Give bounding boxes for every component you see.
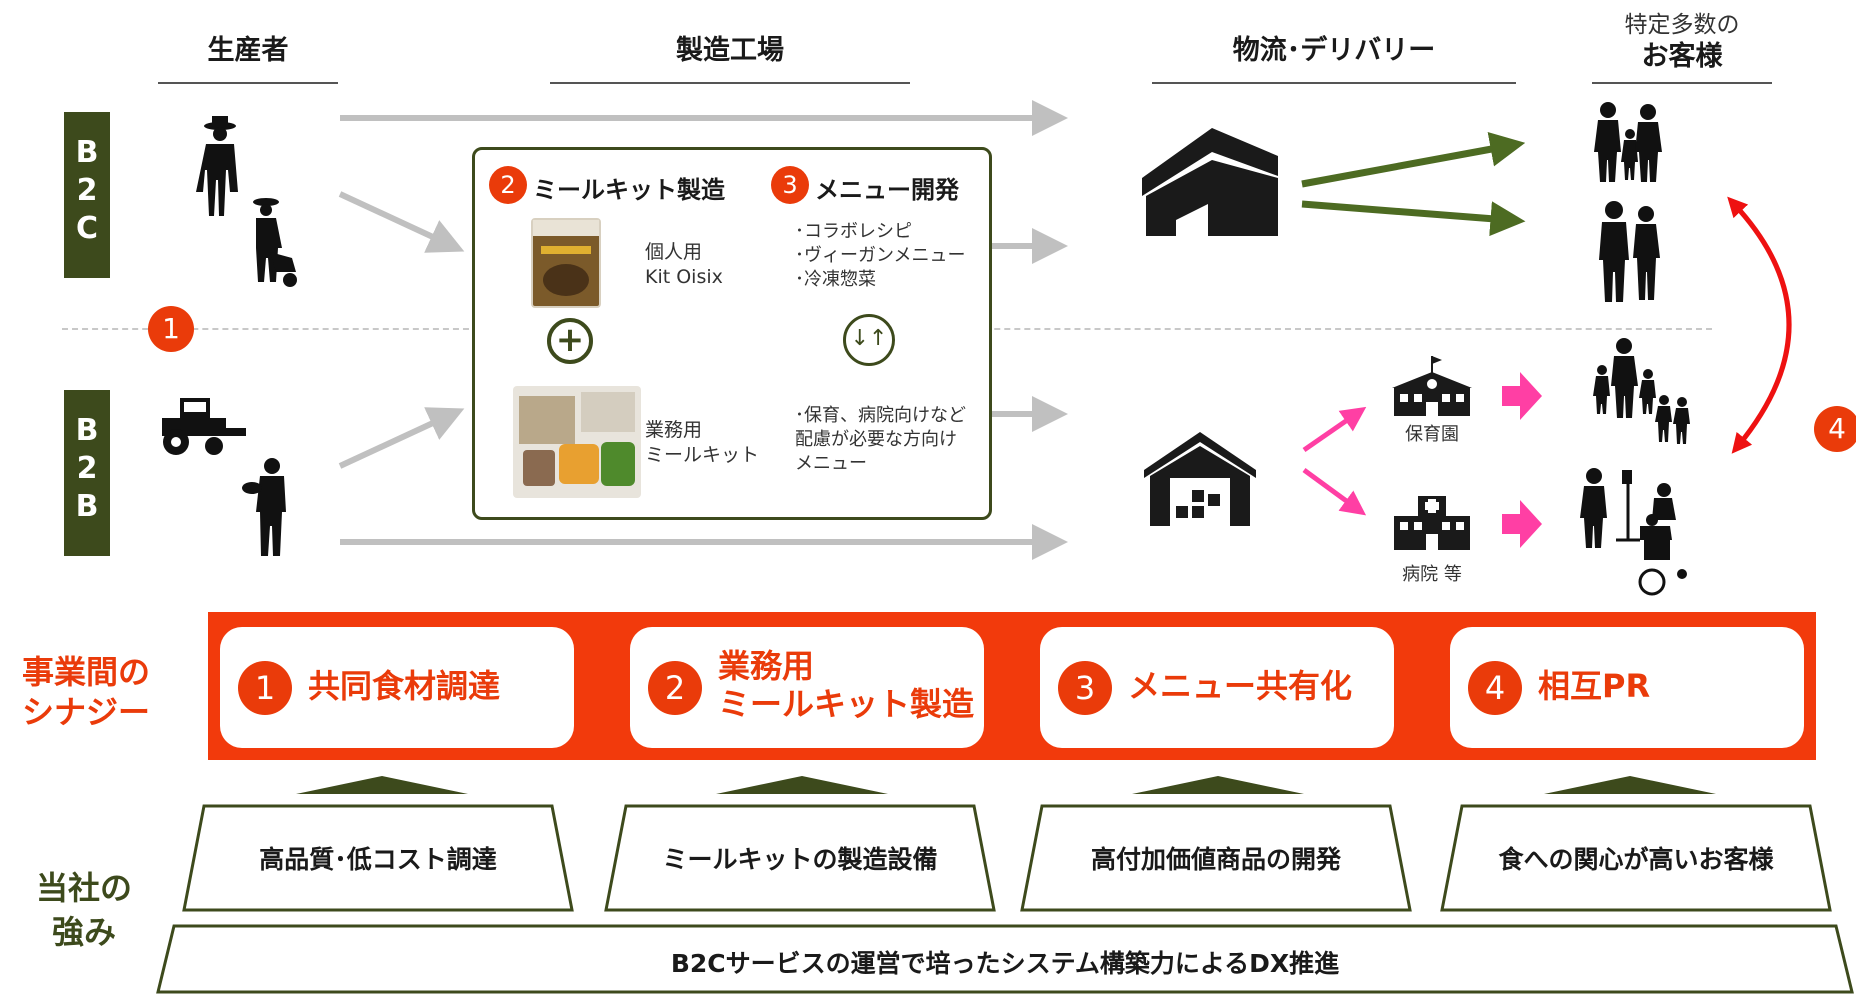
- tractor-icon: [162, 398, 246, 455]
- strength-trapezoid: [1020, 804, 1412, 912]
- divider: [158, 82, 338, 84]
- family-icon: [1594, 102, 1662, 182]
- synergy-number: 2: [648, 661, 702, 715]
- customers-line2: お客様: [1641, 41, 1723, 72]
- farmer-wheelbarrow-icon: [253, 198, 297, 287]
- column-header-logistics: 物流･デリバリー: [1232, 35, 1436, 66]
- children-icon: [1593, 338, 1690, 444]
- strengths-side-label-line1: 当社の: [35, 869, 132, 907]
- wheelchair-icon: [1638, 483, 1687, 596]
- swap-icon: ↓↑: [843, 314, 895, 366]
- plus-icon: +: [547, 318, 593, 364]
- pr-double-arrow: [1727, 196, 1792, 454]
- flow-diagram: [162, 100, 1792, 596]
- row-label-b2b: B 2 B: [64, 390, 110, 556]
- synergy-side-label-line2: シナジー: [21, 693, 150, 731]
- strengths-side-label: 当社の 強み: [14, 866, 154, 954]
- synergy-label: 業務用 ミールキット製造: [718, 647, 974, 723]
- marker-procurement: 1: [148, 306, 194, 352]
- synergy-number: 3: [1058, 661, 1112, 715]
- personal-mealkit-image: [531, 218, 601, 308]
- row-label-char: 2: [76, 173, 98, 208]
- synergy-number: 1: [238, 661, 292, 715]
- business-mealkit-image: [513, 386, 641, 498]
- strength-pointer: [716, 776, 888, 794]
- arrow-producer-to-factory-b2b: [338, 407, 465, 469]
- farmer-harvest-icon: [242, 458, 286, 556]
- warehouse-b2b-icon: [1144, 432, 1256, 526]
- factory-title-menu: メニュー開発: [815, 176, 959, 204]
- strength-pointer: [1544, 776, 1716, 794]
- strength-trapezoid: [604, 804, 996, 912]
- strength-trapezoid: [182, 804, 574, 912]
- synergy-label: 相互PR: [1538, 667, 1650, 705]
- business-mealkit-label: 業務用 ミールキット: [645, 419, 760, 466]
- strengths-diagram: [156, 776, 1854, 994]
- synergy-card-procurement: 1 共同食材調達: [220, 627, 574, 748]
- block-arrow-nursery: [1502, 372, 1542, 420]
- strength-pointer: [296, 776, 468, 794]
- strength-base: [156, 924, 1854, 994]
- row-label-char: B: [75, 413, 99, 448]
- divider: [550, 82, 910, 84]
- synergy-label-line1: 共同食材調達: [308, 667, 501, 705]
- strength-procurement: 高品質･低コスト調達: [259, 845, 497, 874]
- farmer-icon: [196, 116, 238, 216]
- factory-box: 2 ミールキット製造 3 メニュー開発 個人用 Kit Oisix + 業務用 …: [472, 147, 992, 520]
- synergy-card-mealkit: 2 業務用 ミールキット製造: [630, 627, 984, 748]
- strength-development: 高付加価値商品の開発: [1090, 845, 1341, 874]
- strength-base-text: B2Cサービスの運営で培ったシステム構築力によるDX推進: [670, 949, 1340, 978]
- row-label-char: C: [75, 211, 99, 246]
- synergy-card-menu: 3 メニュー共有化: [1040, 627, 1394, 748]
- divider: [1152, 82, 1516, 84]
- patient-icon: [1580, 468, 1640, 548]
- synergy-number: 4: [1468, 661, 1522, 715]
- strength-customers: 食への関心が高いお客様: [1498, 845, 1774, 874]
- synergy-label-line1: 業務用: [718, 647, 815, 685]
- column-header-customers: 特定多数の お客様: [1592, 10, 1772, 74]
- synergy-label: 共同食材調達: [308, 667, 500, 705]
- factory-title-mealkit: ミールキット製造: [533, 176, 725, 204]
- warehouse-b2c-icon: [1142, 128, 1278, 236]
- divider: [1592, 82, 1772, 84]
- synergy-label-line1: メニュー共有化: [1128, 667, 1353, 705]
- column-header-producer: 生産者: [207, 35, 289, 66]
- synergy-label: メニュー共有化: [1128, 667, 1352, 705]
- arrow-logistics-to-hospital: [1302, 467, 1367, 516]
- synergy-label-line2: ミールキット製造: [718, 685, 975, 723]
- nursery-icon: [1392, 356, 1472, 416]
- arrow-logistics-to-nursery: [1302, 406, 1367, 453]
- arrow-logistics-to-customers-2: [1301, 200, 1526, 237]
- couple-icon: [1599, 201, 1660, 302]
- synergy-label-line1: 相互PR: [1538, 667, 1651, 705]
- b2c-menu-list: ･コラボレシピ ･ヴィーガンメニュー ･冷凍惣菜: [795, 221, 966, 290]
- hospital-icon: [1394, 496, 1470, 550]
- strength-pointer: [1132, 776, 1304, 794]
- row-label-b2c: B 2 C: [64, 112, 110, 278]
- column-header-factory: 製造工場: [676, 35, 784, 66]
- factory-marker-menu: 3: [771, 166, 809, 204]
- synergy-side-label-line1: 事業間の: [21, 653, 150, 691]
- row-label-char: 2: [76, 451, 98, 486]
- nursery-label: 保育園: [1405, 424, 1459, 445]
- synergy-card-pr: 4 相互PR: [1450, 627, 1804, 748]
- strength-facility: ミールキットの製造設備: [662, 845, 938, 874]
- arrow-logistics-to-customers-1: [1301, 131, 1526, 188]
- strengths-side-label-line2: 強み: [51, 913, 116, 951]
- hospital-label: 病院 等: [1402, 564, 1462, 585]
- arrow-producer-to-factory-b2c: [338, 191, 465, 253]
- block-arrow-hospital: [1502, 500, 1542, 548]
- personal-mealkit-label: 個人用 Kit Oisix: [645, 241, 723, 288]
- marker-pr: 4: [1814, 406, 1856, 452]
- synergy-side-label: 事業間の シナジー: [6, 652, 166, 732]
- b2b-menu-list: ･保育、病院向けなど 配慮が必要な方向け メニュー: [795, 405, 966, 474]
- customers-line1: 特定多数の: [1624, 12, 1740, 38]
- factory-marker-mealkit: 2: [489, 166, 527, 204]
- row-label-char: B: [75, 135, 99, 170]
- strength-trapezoid: [1440, 804, 1832, 912]
- row-label-char: B: [75, 489, 99, 524]
